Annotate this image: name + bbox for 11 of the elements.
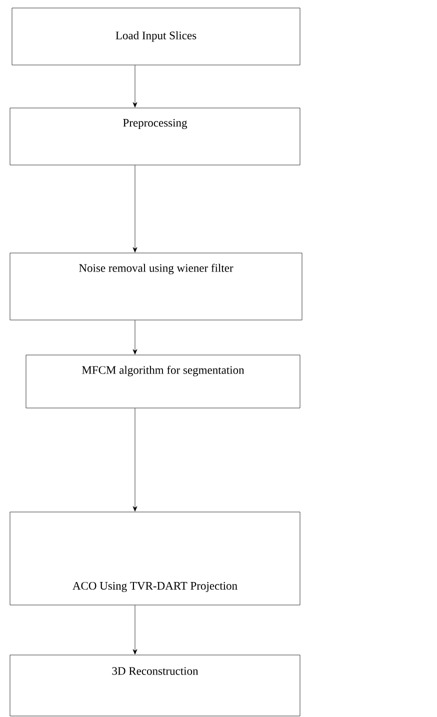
arrow — [132, 605, 138, 654]
arrow — [132, 65, 138, 108]
process-box: MFCM algorithm for segmentation — [26, 354, 300, 408]
arrow — [132, 320, 138, 354]
arrow — [132, 165, 138, 252]
process-box: ACO Using TVR-DART Projection — [10, 512, 300, 606]
arrow — [132, 408, 138, 512]
process-box: Load Input Slices — [12, 8, 300, 66]
process-box: Preprocessing — [10, 108, 300, 166]
process-box: Noise removal using wiener filter — [10, 252, 302, 320]
process-box: 3D Reconstruction — [10, 654, 300, 716]
